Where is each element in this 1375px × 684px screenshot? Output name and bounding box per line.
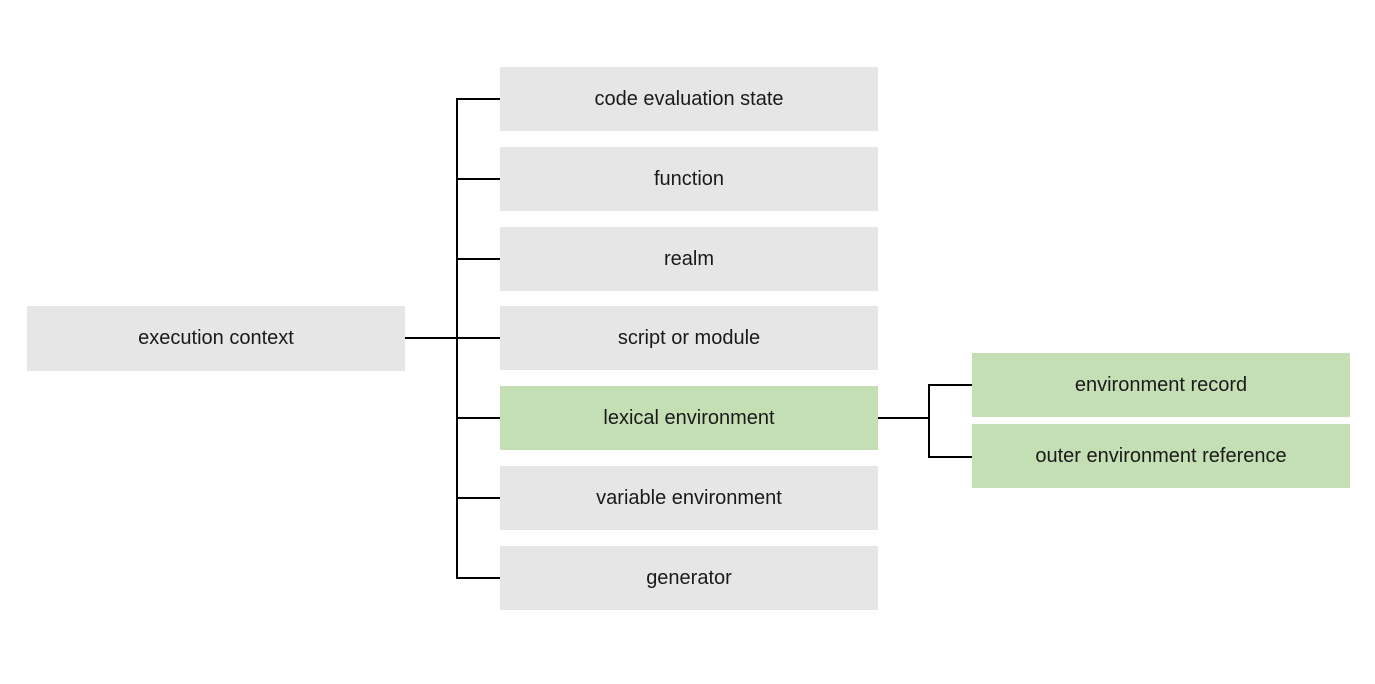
node-realm: realm (500, 227, 878, 291)
node-function: function (500, 147, 878, 211)
connector-stub-script-or-module (456, 337, 500, 339)
connector-stub-outer-environment-reference (928, 456, 972, 458)
node-execution-context: execution context (27, 306, 405, 371)
node-script-or-module: script or module (500, 306, 878, 370)
connector-stub-variable-environment (456, 497, 500, 499)
connector-stub-function (456, 178, 500, 180)
connector-stub-code-evaluation-state (456, 98, 500, 100)
node-outer-environment-reference: outer environment reference (972, 424, 1350, 488)
connector-stub-environment-record (928, 384, 972, 386)
node-environment-record: environment record (972, 353, 1350, 417)
node-variable-environment: variable environment (500, 466, 878, 530)
connector-stub-generator (456, 577, 500, 579)
connector-lexical-horizontal (878, 417, 930, 419)
connector-stub-lexical-environment (456, 417, 500, 419)
node-code-evaluation-state: code evaluation state (500, 67, 878, 131)
connector-stub-realm (456, 258, 500, 260)
node-generator: generator (500, 546, 878, 610)
connector-lexical-vertical (928, 384, 930, 458)
connector-root-horizontal (405, 337, 458, 339)
node-lexical-environment: lexical environment (500, 386, 878, 450)
